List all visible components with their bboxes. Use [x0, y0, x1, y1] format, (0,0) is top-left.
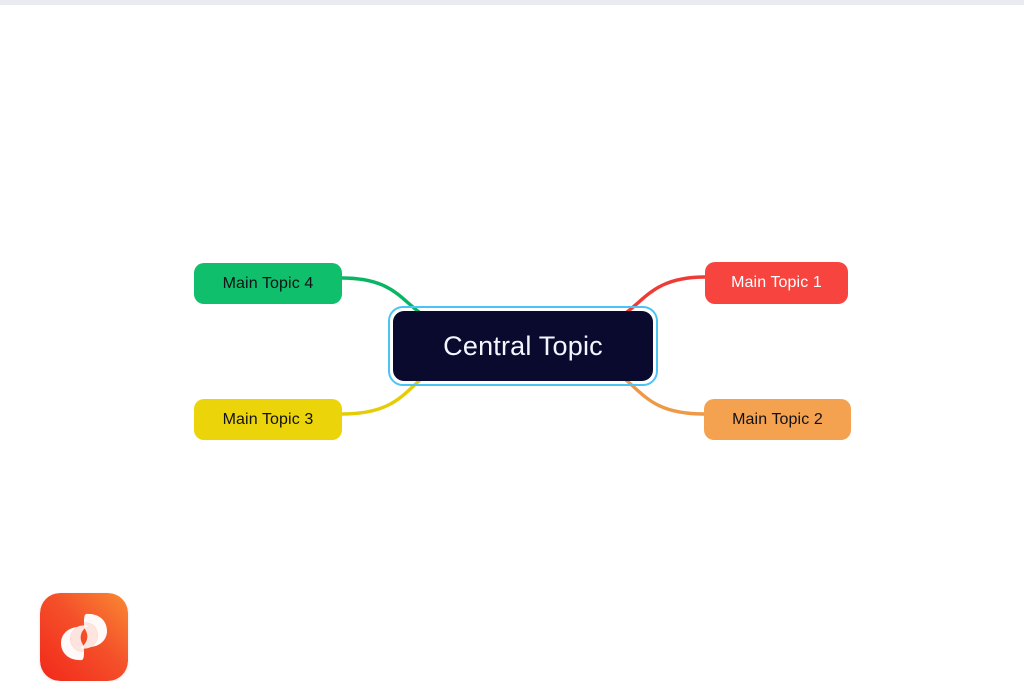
edge-main-topic-1 — [625, 275, 707, 314]
central-topic-node[interactable]: Central Topic — [393, 311, 653, 381]
main-topic-3-node[interactable]: Main Topic 3 — [194, 399, 342, 440]
main-topic-1-label: Main Topic 1 — [731, 274, 822, 291]
main-topic-4-node[interactable]: Main Topic 4 — [194, 263, 342, 304]
edge-main-topic-3 — [340, 378, 422, 416]
mindmap-canvas[interactable]: Central Topic Main Topic 4 Main Topic 3 … — [0, 5, 1024, 681]
window-top-strip — [0, 0, 1024, 5]
main-topic-4-label: Main Topic 4 — [222, 274, 314, 292]
main-topic-3-label: Main Topic 3 — [222, 410, 314, 428]
main-topic-1-node[interactable]: Main Topic 1 — [705, 262, 848, 304]
edge-main-topic-2 — [624, 378, 706, 416]
xmind-app-icon[interactable] — [40, 593, 128, 681]
main-topic-2-node[interactable]: Main Topic 2 — [704, 399, 851, 440]
edge-main-topic-4 — [340, 276, 421, 314]
central-topic-label: Central Topic — [443, 330, 603, 361]
main-topic-2-label: Main Topic 2 — [732, 410, 823, 428]
